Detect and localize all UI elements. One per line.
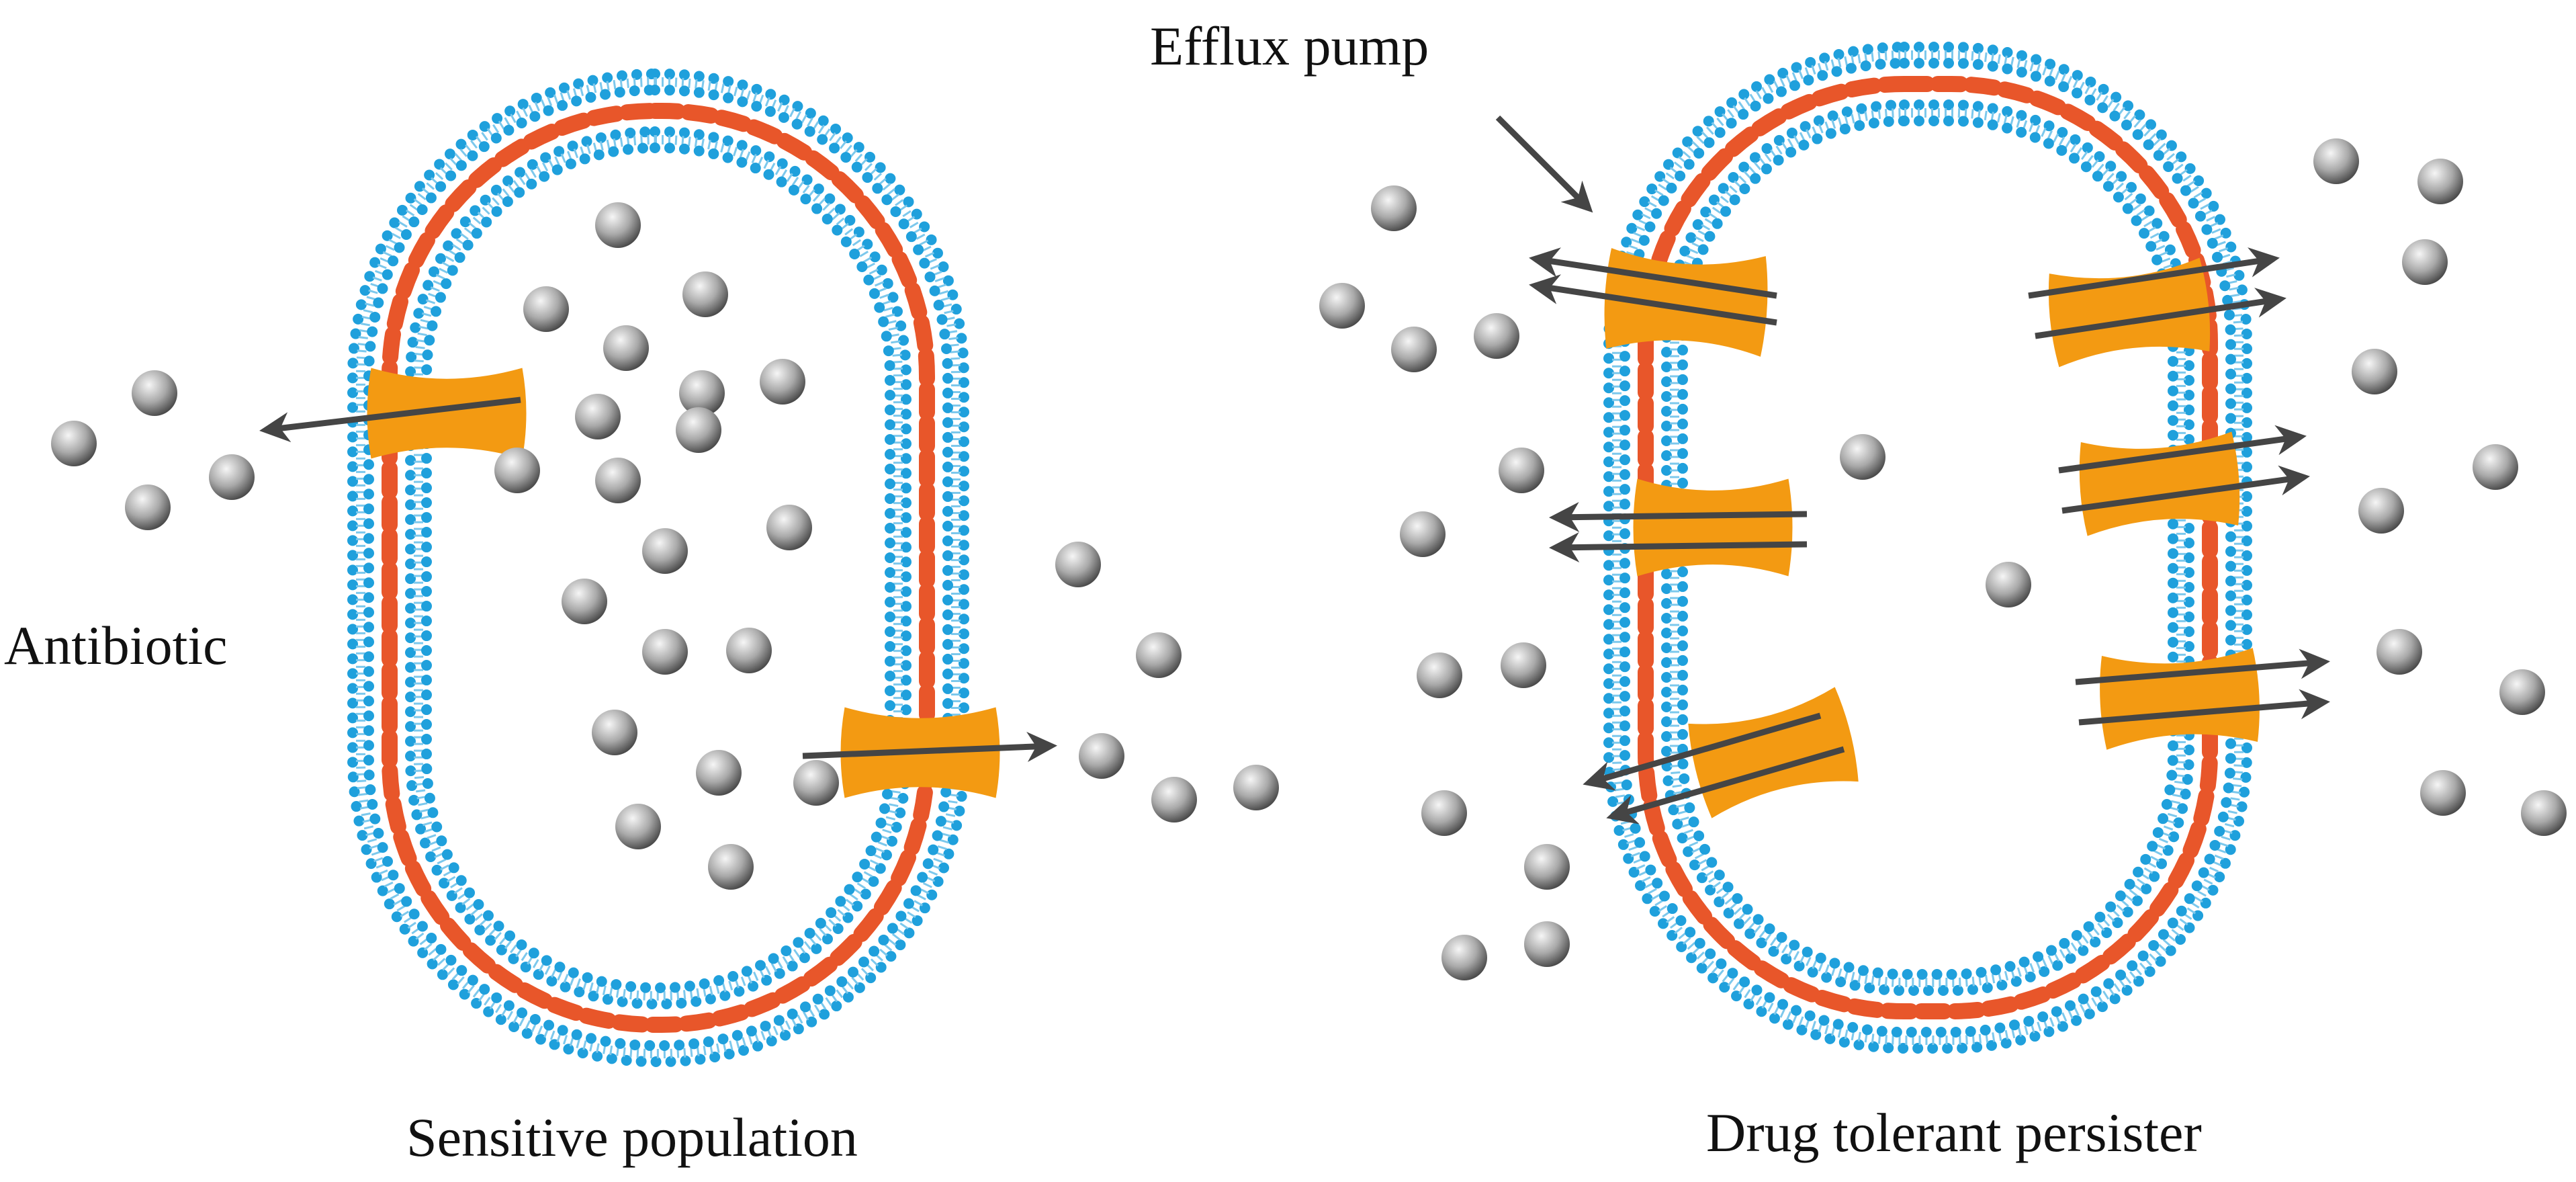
sensitive-cell: [347, 69, 969, 1067]
antibiotic-molecule-icon: [51, 421, 97, 466]
antibiotic-molecule-icon: [2417, 159, 2463, 204]
antibiotic-molecule-icon: [1840, 434, 1885, 480]
antibiotic-molecule-icon: [1391, 327, 1437, 372]
antibiotic-molecule-icon: [1151, 777, 1197, 822]
antibiotic-molecule-icon: [1524, 844, 1570, 890]
antibiotic-molecule-icon: [642, 528, 688, 574]
efflux-pump-label: Efflux pump: [1150, 15, 1429, 77]
cells-layer: [347, 42, 2252, 1067]
drugs-layer: [51, 138, 2567, 980]
antibiotic-molecule-icon: [1417, 652, 1462, 698]
antibiotic-molecule-icon: [726, 628, 772, 673]
antibiotic-molecule-icon: [523, 286, 569, 332]
antibiotic-molecule-icon: [679, 370, 725, 416]
efflux-arrow: [2058, 425, 2307, 474]
efflux-pump-icon: [1633, 478, 1793, 577]
antibiotic-molecule-icon: [676, 407, 721, 453]
antibiotic-molecule-icon: [2313, 138, 2359, 184]
antibiotic-molecule-icon: [595, 458, 641, 503]
antibiotic-molecule-icon: [1079, 733, 1124, 779]
antibiotic-molecule-icon: [1136, 632, 1182, 678]
antibiotic-molecule-icon: [760, 359, 805, 405]
antibiotic-molecule-icon: [132, 370, 177, 416]
efflux-arrow: [2078, 689, 2330, 726]
antibiotic-molecule-icon: [575, 394, 621, 439]
antibiotic-molecule-icon: [2377, 629, 2422, 675]
arrows-layer: [259, 115, 2330, 825]
antibiotic-molecule-icon: [2402, 239, 2448, 285]
antibiotic-molecule-icon: [642, 629, 688, 675]
antibiotic-molecule-icon: [1233, 765, 1279, 810]
antibiotic-molecule-icon: [2499, 669, 2545, 715]
antibiotic-molecule-icon: [1400, 511, 1446, 557]
drug-tolerant-persister-label: Drug tolerant persister: [1706, 1102, 2202, 1163]
antibiotic-molecule-icon: [2358, 488, 2404, 534]
antibiotic-molecule-icon: [125, 484, 171, 530]
antibiotic-molecule-icon: [1421, 790, 1467, 836]
antibiotic-molecule-icon: [1441, 935, 1487, 980]
antibiotic-molecule-icon: [766, 505, 812, 550]
antibiotic-molecule-icon: [1055, 542, 1101, 587]
antibiotic-molecule-icon: [1474, 313, 1519, 359]
efflux-pump-icon: [2079, 431, 2240, 536]
antibiotic-molecule-icon: [793, 760, 839, 806]
efflux-arrow: [802, 731, 1057, 762]
antibiotic-molecule-icon: [595, 202, 641, 248]
antibiotic-molecule-icon: [494, 448, 540, 493]
antibiotic-molecule-icon: [1371, 185, 1417, 231]
antibiotic-label: Antibiotic: [4, 615, 228, 676]
antibiotic-molecule-icon: [2352, 349, 2397, 394]
efflux-arrow: [1606, 746, 1845, 825]
antibiotic-molecule-icon: [2473, 444, 2518, 490]
antibiotic-molecule-icon: [1499, 448, 1544, 493]
antibiotic-molecule-icon: [708, 844, 754, 890]
antibiotic-molecule-icon: [562, 579, 607, 624]
antibiotic-molecule-icon: [2420, 770, 2466, 816]
antibiotic-molecule-icon: [682, 271, 728, 317]
antibiotic-molecule-icon: [1524, 921, 1570, 967]
antibiotic-molecule-icon: [2521, 790, 2567, 836]
antibiotic-molecule-icon: [1501, 642, 1546, 688]
antibiotic-molecule-icon: [615, 804, 661, 849]
efflux-arrow: [2075, 648, 2330, 685]
antibiotic-molecule-icon: [1319, 283, 1365, 329]
efflux-arrow: [1549, 502, 1808, 533]
label-pointer-arrow: [1495, 115, 1593, 213]
efflux-arrow: [1549, 532, 1808, 563]
efflux-pump-icon: [2100, 648, 2260, 750]
efflux-arrow: [2035, 288, 2286, 339]
efflux-arrow: [1583, 712, 1822, 791]
efflux-arrow: [2028, 247, 2280, 299]
efflux-pump-icon: [367, 368, 527, 459]
efflux-arrow: [1529, 274, 1777, 326]
efflux-arrow: [259, 396, 521, 443]
antibiotic-molecule-icon: [603, 325, 649, 371]
efflux-arrow: [1529, 247, 1777, 299]
antibiotic-molecule-icon: [1986, 562, 2031, 607]
antibiotic-molecule-icon: [209, 454, 255, 500]
persister-cell: [1603, 42, 2252, 1054]
efflux-arrow: [2061, 465, 2310, 514]
antibiotic-molecule-icon: [592, 710, 637, 755]
sensitive-population-label: Sensitive population: [406, 1107, 858, 1168]
antibiotic-molecule-icon: [696, 750, 742, 796]
